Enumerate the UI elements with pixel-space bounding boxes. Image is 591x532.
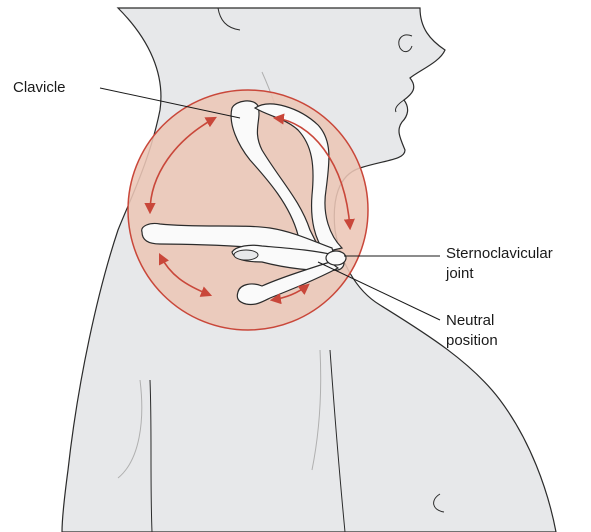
sternoclavicular-label-line2: joint xyxy=(446,264,553,284)
sternoclavicular-joint-label: Sternoclavicular joint xyxy=(446,244,553,284)
sternoclavicular-joint-shape xyxy=(326,251,346,265)
neutral-label-line2: position xyxy=(446,331,498,351)
neutral-position-label: Neutral position xyxy=(446,311,498,351)
clavicle-neutral-end xyxy=(234,250,258,260)
neutral-label-line1: Neutral xyxy=(446,311,498,331)
clavicle-label-text: Clavicle xyxy=(13,78,66,98)
sternoclavicular-label-line1: Sternoclavicular xyxy=(446,244,553,264)
clavicle-label: Clavicle xyxy=(13,78,66,98)
